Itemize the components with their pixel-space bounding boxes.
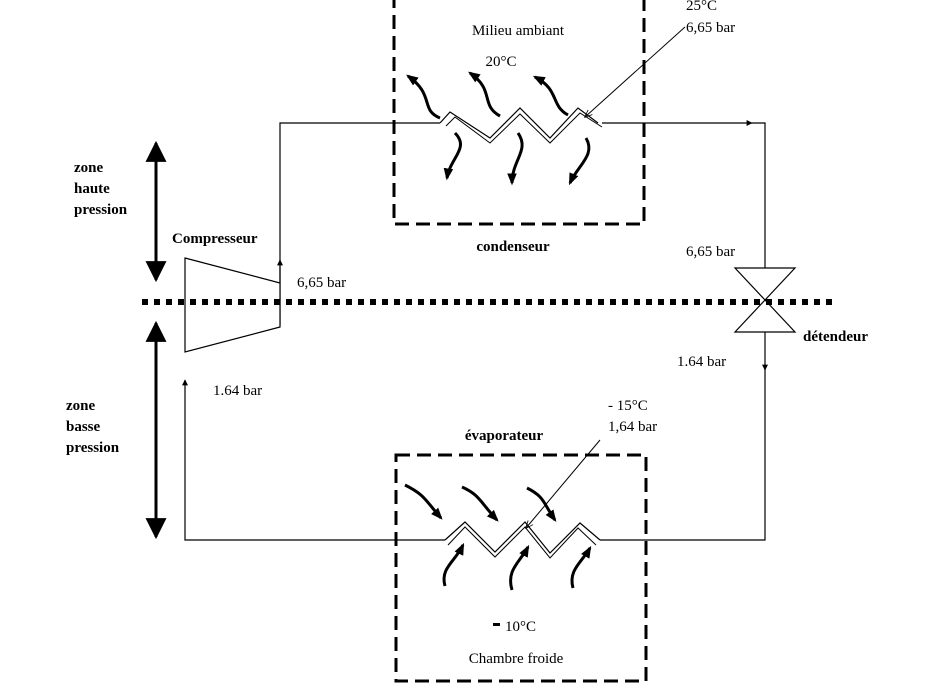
cold-room-temperature-dash — [493, 623, 500, 626]
low-zone-line-3: pression — [66, 440, 120, 456]
ambient-temperature: 20°C — [485, 54, 516, 70]
heat-flow-arrows-condenser-down — [443, 131, 591, 186]
expansion-inlet-pressure: 6,65 bar — [686, 244, 735, 260]
heat-flow-arrows-evaporator-up — [442, 542, 592, 591]
pipe-evaporator-to-compressor — [182, 379, 445, 541]
compressor-inlet-pressure: 1.64 bar — [213, 383, 262, 399]
cold-room-label: Chambre froide — [469, 651, 564, 667]
expansion-valve-top — [733, 267, 797, 301]
low-zone-line-1: zone — [66, 398, 96, 414]
evaporator-label: évaporateur — [465, 428, 544, 444]
expansion-valve-label: détendeur — [803, 329, 868, 345]
compressor — [184, 257, 281, 353]
condenser-pointer-line — [585, 26, 686, 117]
evaporator-pointer-line — [526, 439, 601, 528]
pipe-to-evaporator — [600, 368, 766, 541]
pipe-compressor-to-condenser — [279, 122, 440, 325]
evaporator-temperature: - 15°C — [608, 398, 648, 414]
high-zone-line-2: haute — [74, 181, 110, 197]
cold-room-temperature: 10°C — [505, 619, 536, 635]
evaporator-pressure: 1,64 bar — [608, 419, 657, 435]
pipe-to-expansion-valve — [752, 122, 766, 268]
condenser-coil — [439, 107, 599, 139]
ambient-label: Milieu ambiant — [472, 23, 565, 39]
evaporator-coil — [444, 521, 601, 554]
heat-flow-arrows-evaporator-in — [404, 483, 557, 522]
condenser-pressure: 6,65 bar — [686, 20, 735, 36]
evaporator-coil-shadow — [447, 526, 597, 559]
condenser-box — [392, 0, 646, 226]
low-zone-line-2: basse — [66, 419, 101, 435]
compressor-label: Compresseur — [172, 231, 258, 247]
condenser-coil-shadow — [445, 112, 603, 144]
compressor-outlet-pressure: 6,65 bar — [297, 275, 346, 291]
high-zone-line-3: pression — [74, 202, 128, 218]
heat-flow-arrows-condenser-up — [406, 71, 569, 120]
evaporator-box — [394, 453, 648, 683]
condenser-label: condenseur — [476, 239, 550, 255]
expansion-outlet-pressure: 1.64 bar — [677, 354, 726, 370]
high-zone-line-1: zone — [74, 160, 104, 176]
condenser-temperature: 25°C — [686, 0, 717, 14]
